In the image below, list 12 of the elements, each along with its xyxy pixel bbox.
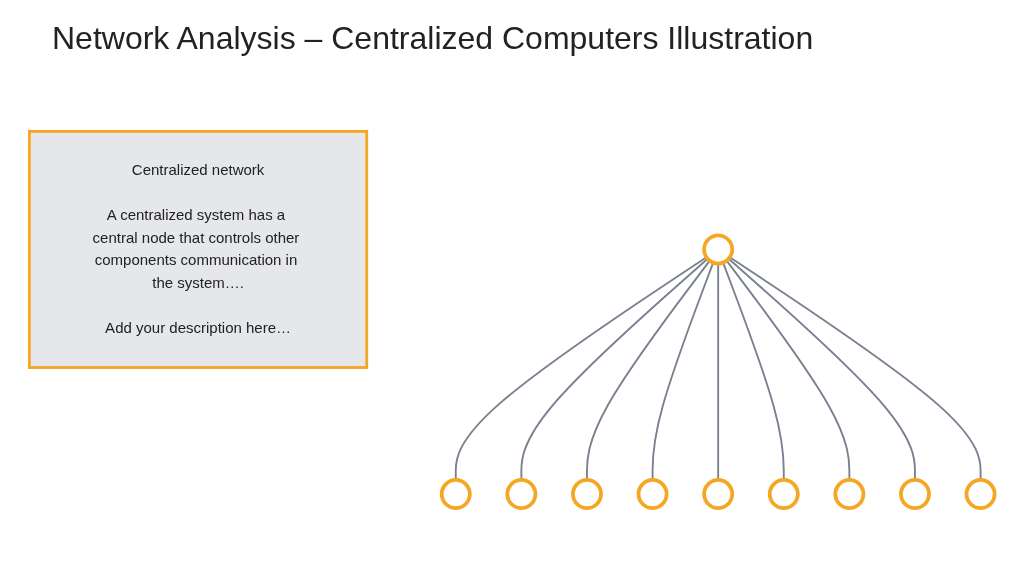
node-circle [636, 478, 669, 511]
node-circle [833, 478, 866, 511]
slide-title: Network Analysis – Centralized Computers Illustration [52, 20, 815, 57]
node-circle [439, 478, 472, 511]
node-circle [964, 478, 997, 511]
node-circle [702, 233, 735, 266]
node-circle [767, 478, 800, 511]
node-circle [571, 478, 603, 511]
node-circle [899, 478, 931, 511]
node-circle [702, 478, 735, 511]
node-circle [505, 478, 538, 511]
node-box: Centralized network A centralized system has a central node that controls other components communication in the system…. Add your description here… [27, 130, 369, 370]
